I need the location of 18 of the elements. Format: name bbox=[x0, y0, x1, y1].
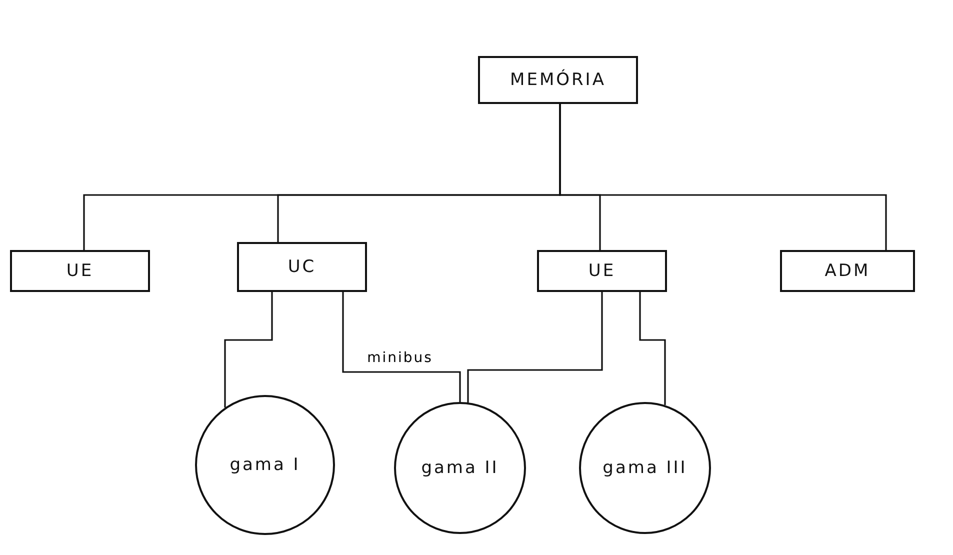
unit-box bbox=[478, 56, 638, 104]
connector-line bbox=[639, 292, 666, 406]
unit-box bbox=[537, 250, 667, 292]
node-label: ADM bbox=[824, 261, 870, 281]
connector-line bbox=[224, 292, 273, 408]
node-label: UE bbox=[588, 261, 616, 281]
node-label: UC bbox=[288, 257, 316, 277]
node-label: UE bbox=[66, 261, 94, 281]
node-label: gama II bbox=[421, 458, 499, 478]
node-label: gama III bbox=[602, 458, 688, 478]
node-label: MEMÓRIA bbox=[510, 70, 606, 90]
unit-box bbox=[10, 250, 150, 292]
unit-box bbox=[780, 250, 915, 292]
node-label: gama I bbox=[230, 455, 300, 475]
connector-line bbox=[559, 104, 887, 250]
connector-line bbox=[342, 292, 461, 402]
connector-line bbox=[467, 292, 603, 402]
unit-box bbox=[237, 242, 367, 292]
